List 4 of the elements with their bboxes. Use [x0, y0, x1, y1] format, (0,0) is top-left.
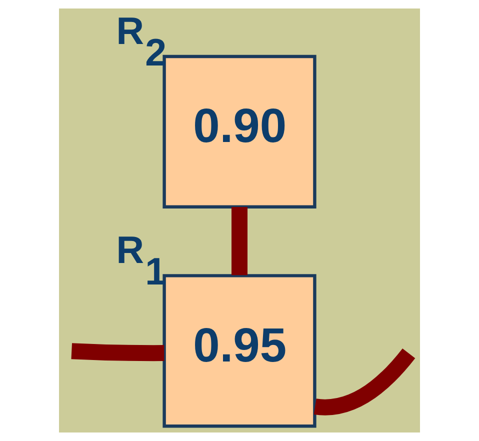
- connector: [71, 343, 164, 362]
- connector: [232, 207, 248, 276]
- node-box: 0.90: [162, 54, 316, 208]
- node-box: 0.95: [162, 274, 316, 428]
